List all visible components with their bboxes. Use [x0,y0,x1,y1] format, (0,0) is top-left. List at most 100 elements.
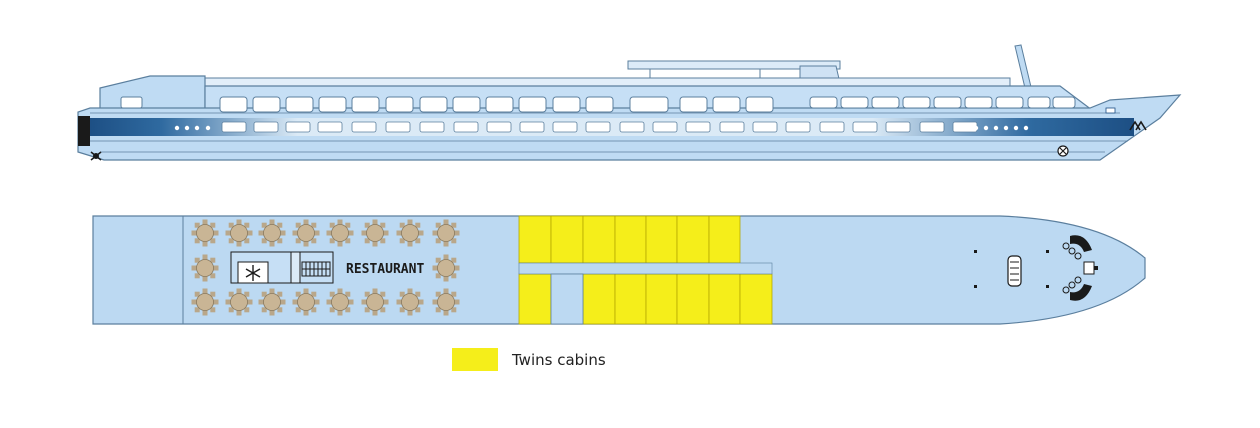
chair [435,222,441,228]
cabin-bottom-7 [739,273,773,325]
chair [314,230,320,236]
chair [399,238,405,244]
chair [432,265,438,271]
deck-plan: RESTAURANT [92,215,1146,325]
chair [258,230,264,236]
chair [345,238,351,244]
chair [383,299,389,305]
chair [435,291,441,297]
chair [247,299,253,305]
round-table [437,224,455,242]
chair [261,307,267,313]
round-table [366,293,384,311]
chair [228,291,234,297]
chair [213,299,219,305]
restaurant-label: RESTAURANT [346,262,424,277]
chair [292,230,298,236]
chair [337,219,343,225]
chair [213,230,219,236]
legend: Twins cabins [452,348,606,371]
chair [202,310,208,316]
chair [236,310,242,316]
chair [435,273,441,279]
legend-label: Twins cabins [512,350,606,369]
chair [191,299,197,305]
chair [244,291,250,297]
lower-windows [221,121,978,133]
chair [435,257,441,263]
round-table [196,224,214,242]
chair [292,299,298,305]
chair [236,241,242,247]
propeller-icon [90,151,102,161]
chair [194,222,200,228]
chair [202,241,208,247]
chair [451,291,457,297]
chair [261,222,267,228]
round-table [401,293,419,311]
cabin-top-6 [676,215,710,264]
chair [311,307,317,313]
chair [303,288,309,294]
round-table [263,224,281,242]
chair [432,230,438,236]
chair [451,238,457,244]
chair [311,222,317,228]
chair [210,257,216,263]
restaurant-tables [191,219,460,316]
chair [454,230,460,236]
chair [303,219,309,225]
round-table [297,224,315,242]
chair [194,273,200,279]
chair [210,291,216,297]
cabin-bottom-5 [676,273,710,325]
chair [451,257,457,263]
chair [210,307,216,313]
chair [364,291,370,297]
chair [269,241,275,247]
chair [396,299,402,305]
chair [311,291,317,297]
chair [303,241,309,247]
chair [295,307,301,313]
chair [380,222,386,228]
chair [451,273,457,279]
chair [329,238,335,244]
cabin-bottom-blue [550,273,584,325]
chair [383,230,389,236]
buffet-counter [230,251,334,284]
chair [329,222,335,228]
chair [261,238,267,244]
sun-deck-canopy [627,60,841,70]
cabin-top-3 [582,215,616,264]
legend-swatch [452,348,498,371]
cabin-top-2 [550,215,584,264]
round-table [297,293,315,311]
round-table [331,224,349,242]
chair [396,230,402,236]
chair [372,310,378,316]
chair [329,291,335,297]
chair [236,219,242,225]
spiral-staircase-icon [1007,255,1022,287]
chair [454,265,460,271]
chair [269,310,275,316]
chair [451,307,457,313]
chair [295,238,301,244]
chair [372,288,378,294]
cabin-top-1 [518,215,552,264]
chair [337,241,343,247]
chair [311,238,317,244]
chair [348,230,354,236]
chair [399,291,405,297]
anchor-icon [1129,120,1147,131]
chair [326,299,332,305]
bow-fittings [974,250,1049,288]
chair [454,299,460,305]
cabin-corridor [518,262,773,275]
chair [451,222,457,228]
chair [380,307,386,313]
chair [277,307,283,313]
cabin-bottom-4 [645,273,678,325]
chair [202,276,208,282]
